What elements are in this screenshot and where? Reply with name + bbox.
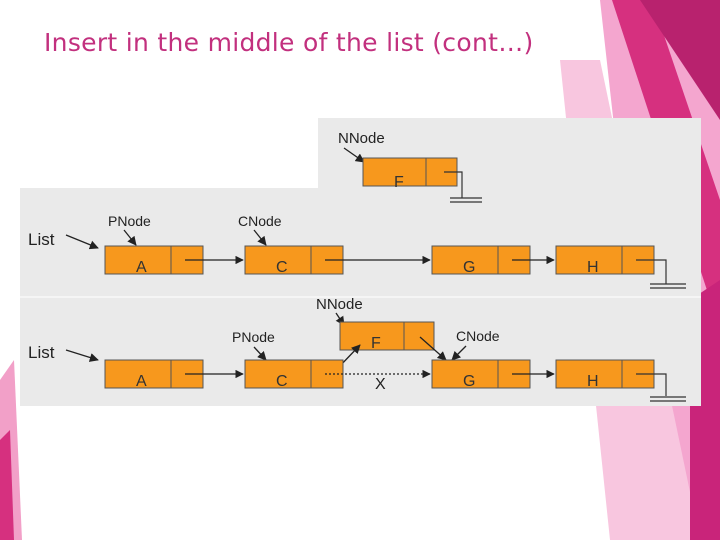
- bottom-cnode-label: CNode: [456, 328, 500, 344]
- node-box: [339, 321, 435, 351]
- node-value: G: [463, 259, 475, 276]
- node-value: G: [463, 373, 475, 390]
- node-value: A: [136, 259, 147, 276]
- bottom-node-c: C: [244, 359, 344, 390]
- node-box: [244, 359, 344, 389]
- top-pnode-arrow: [123, 229, 137, 246]
- top-nnode-label: NNode: [338, 130, 385, 147]
- bottom-pnode-arrow: [253, 346, 267, 361]
- top-node-g: G: [431, 245, 531, 276]
- deco-shape: [0, 430, 14, 540]
- bottom-node-g: G: [431, 359, 531, 390]
- diagram-panel-divider: [20, 296, 701, 298]
- slide-title: Insert in the middle of the list (cont…): [44, 28, 534, 57]
- bottom-list-arrow: [65, 349, 99, 362]
- bottom-cnode-arrow: [451, 345, 467, 361]
- node-box: [362, 157, 458, 187]
- top-cnode-arrow: [253, 229, 267, 246]
- bottom-node-h: H: [555, 359, 655, 390]
- bottom-list-label: List: [28, 343, 55, 362]
- top-list-label: List: [28, 230, 55, 249]
- node-value: C: [276, 259, 288, 276]
- top-pnode-label: PNode: [108, 213, 151, 229]
- top-nnode-arrow: [343, 147, 365, 163]
- deco-shape: [640, 0, 720, 120]
- top-new-node-null: [444, 171, 482, 203]
- bottom-removed-link-label: X: [375, 376, 386, 393]
- top-cnode-label: CNode: [238, 213, 282, 229]
- node-value: F: [394, 174, 404, 191]
- bottom-node-a: A: [104, 359, 204, 390]
- top-list-arrow: [65, 234, 99, 250]
- node-value: A: [136, 373, 147, 390]
- top-list-null: [636, 259, 686, 289]
- bottom-new-node-next-arrow: [419, 336, 447, 361]
- top-node-a: A: [104, 245, 204, 276]
- bottom-pnode-label: PNode: [232, 329, 275, 345]
- node-value: F: [371, 335, 381, 352]
- node-value: H: [587, 373, 599, 390]
- top-node-h: H: [555, 245, 655, 276]
- bottom-list-null: [636, 373, 686, 402]
- node-value: H: [587, 259, 599, 276]
- node-value: C: [276, 373, 288, 390]
- bottom-new-node: F: [339, 321, 435, 352]
- top-new-node: F: [362, 157, 458, 191]
- bottom-nnode-label: NNode: [316, 296, 363, 313]
- top-node-c: C: [244, 245, 344, 276]
